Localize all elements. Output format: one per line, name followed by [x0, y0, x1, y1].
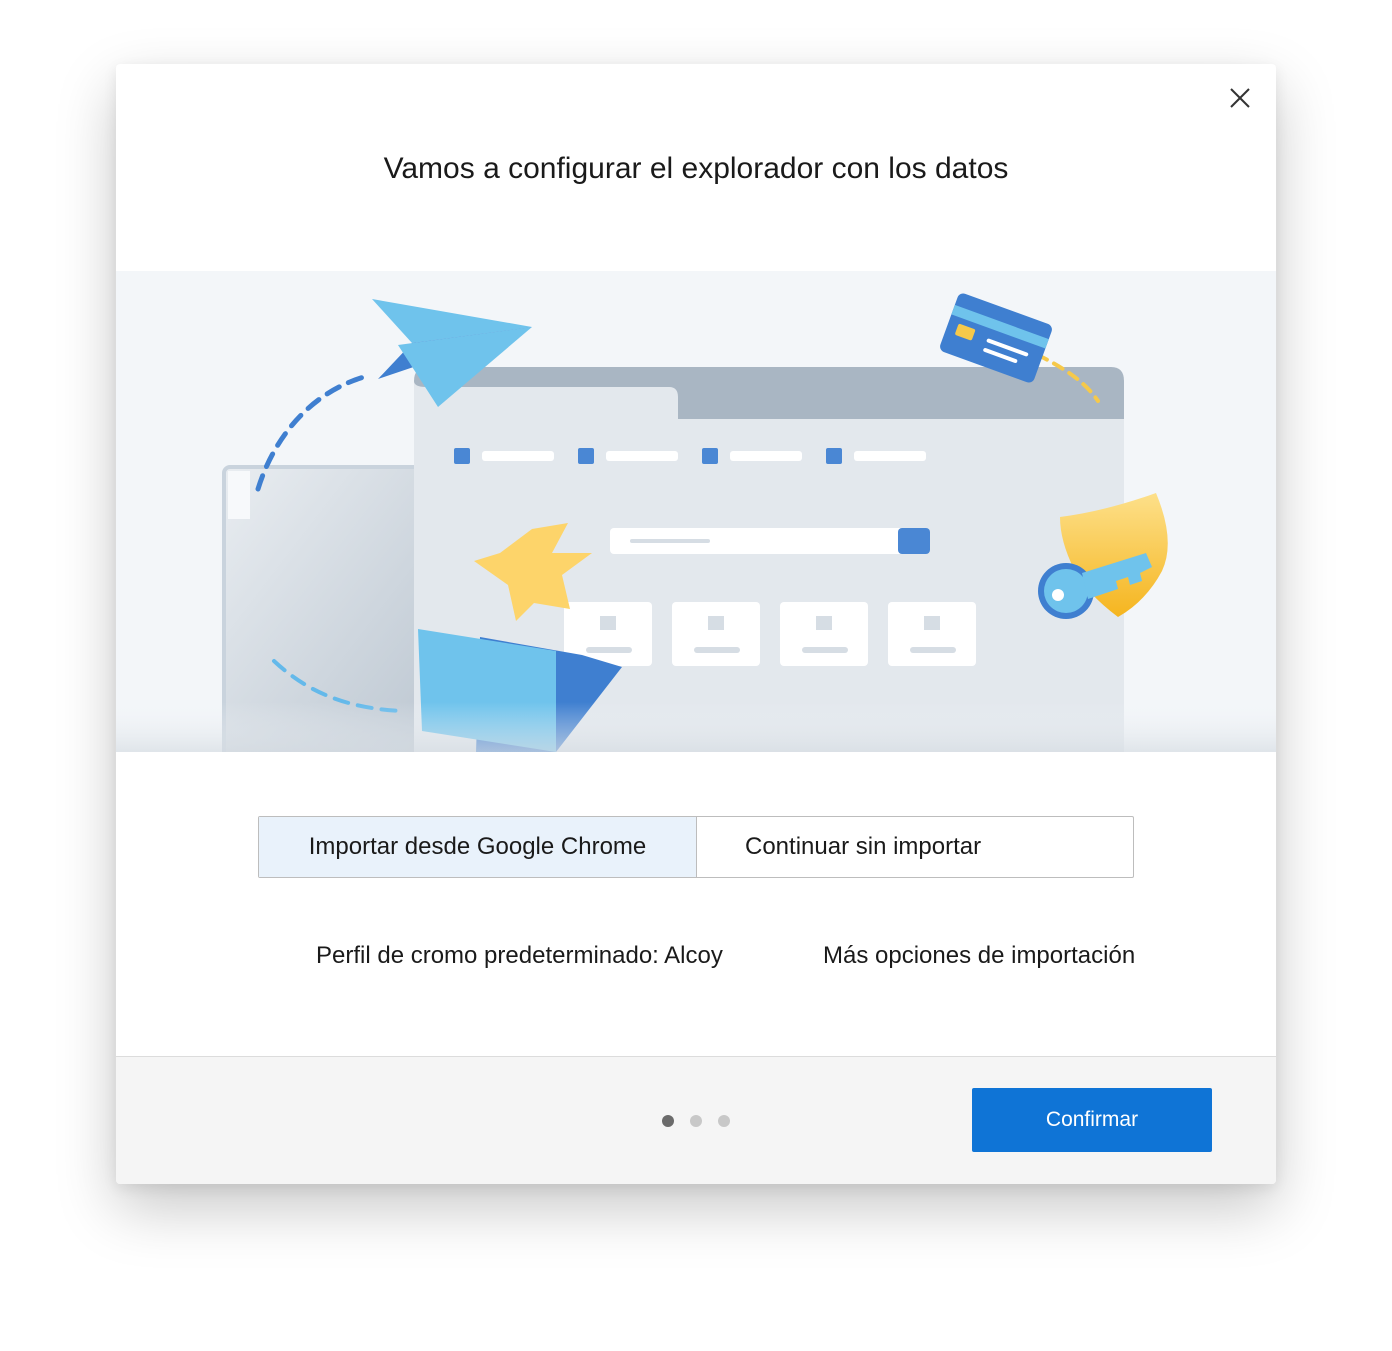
- dialog-footer: Confirmar: [116, 1056, 1276, 1184]
- continue-without-import-option[interactable]: Continuar sin importar: [745, 833, 982, 860]
- key-icon: [1038, 553, 1152, 619]
- close-icon: [1230, 88, 1250, 108]
- dialog-title: Vamos a configurar el explorador con los…: [383, 152, 1009, 185]
- confirm-button[interactable]: Confirmar: [972, 1088, 1212, 1152]
- import-from-chrome-option[interactable]: Importar desde Google Chrome: [259, 817, 697, 877]
- star-icon: [474, 523, 592, 621]
- import-choice-group: Importar desde Google Chrome Continuar s…: [258, 816, 1134, 878]
- setup-dialog: Vamos a configurar el explorador con los…: [116, 64, 1276, 1184]
- credit-card-icon: [940, 293, 1052, 383]
- more-import-options-link[interactable]: Más opciones de importación: [823, 942, 1136, 969]
- hero-illustration: [116, 271, 1276, 752]
- step-dot-2: [690, 1115, 702, 1127]
- step-dot-1: [662, 1115, 674, 1127]
- paper-plane-icon: [372, 299, 532, 407]
- step-dot-3: [718, 1115, 730, 1127]
- default-profile-label[interactable]: Perfil de cromo predeterminado: Alcoy: [316, 942, 723, 969]
- step-indicator: [662, 1115, 730, 1127]
- close-button[interactable]: [1226, 84, 1254, 112]
